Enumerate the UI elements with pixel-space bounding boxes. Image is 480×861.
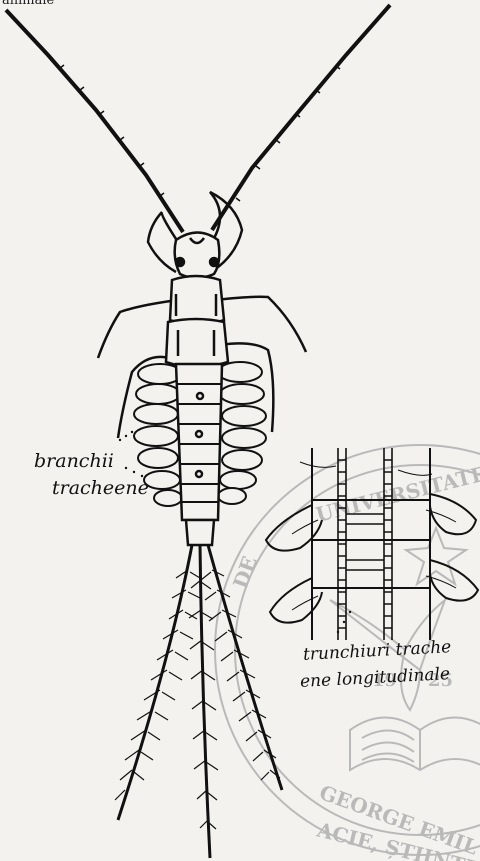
label-tracheene: tracheene — [52, 479, 149, 498]
cerci — [115, 545, 282, 858]
thorax — [166, 276, 228, 367]
antenna-left — [6, 10, 183, 232]
stamp-book — [350, 718, 480, 771]
gills-right — [218, 362, 266, 504]
antennae — [6, 5, 390, 232]
inset-gill-lower-left — [270, 578, 322, 623]
abdomen — [176, 364, 222, 545]
label-branchii: branchii — [34, 452, 114, 471]
inset-gill-upper-left — [266, 505, 322, 551]
tracheal-trunk-right — [384, 448, 392, 640]
mesonotum — [166, 319, 228, 367]
head — [175, 233, 220, 279]
stamp-text-left: DE — [228, 553, 262, 592]
stamp-star — [406, 528, 466, 584]
cercus-left — [118, 545, 192, 820]
antenna-right — [212, 5, 390, 230]
abdomen-tip — [186, 520, 214, 545]
